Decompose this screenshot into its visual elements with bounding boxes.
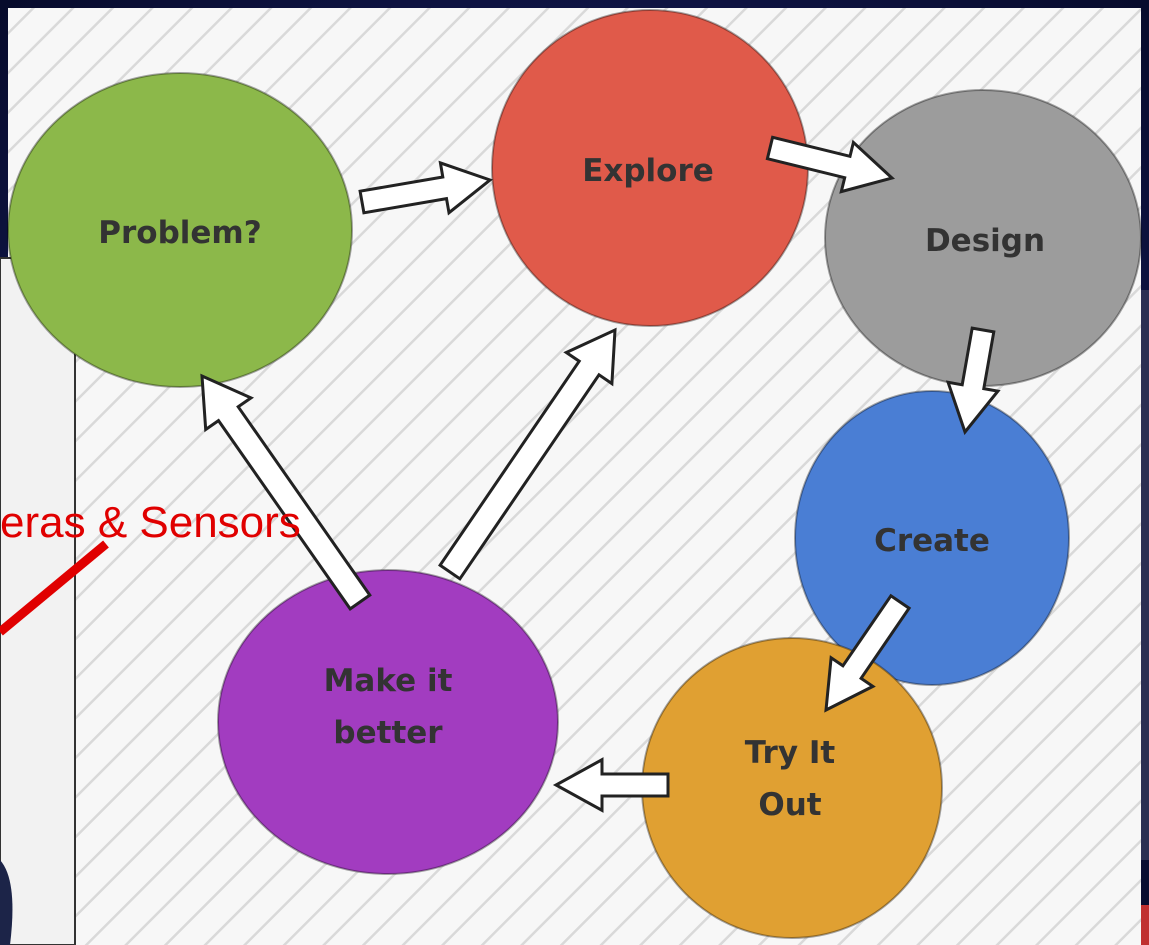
node-label-problem: Problem?: [98, 215, 261, 251]
arrow-makeitbetter-to-problem: [200, 373, 372, 611]
photo-fragment: [0, 860, 13, 945]
node-label-design: Design: [925, 223, 1045, 259]
node-create: [794, 390, 1070, 686]
arrow-makeitbetter-to-explore: [438, 327, 617, 581]
overlay-caption: eras & Sensors: [0, 498, 301, 547]
arrow-design-to-create: [945, 326, 1001, 436]
slide-edge: [1141, 290, 1149, 860]
node-makeitbetter: [217, 569, 559, 875]
slide-edge-accent: [1141, 905, 1149, 945]
pointer-line: [0, 540, 109, 636]
arrow-problem-to-explore: [358, 160, 494, 216]
arrow-create-to-tryitout: [824, 593, 912, 713]
arrow-tryitout-to-makeitbetter: [552, 757, 670, 813]
node-label-create: Create: [874, 523, 990, 559]
diagram-nodes: [7, 9, 1142, 939]
node-problem: [7, 72, 353, 388]
arrow-explore-to-design: [765, 135, 896, 194]
diagram-edges: [200, 135, 1001, 813]
node-label-explore: Explore: [582, 153, 714, 189]
